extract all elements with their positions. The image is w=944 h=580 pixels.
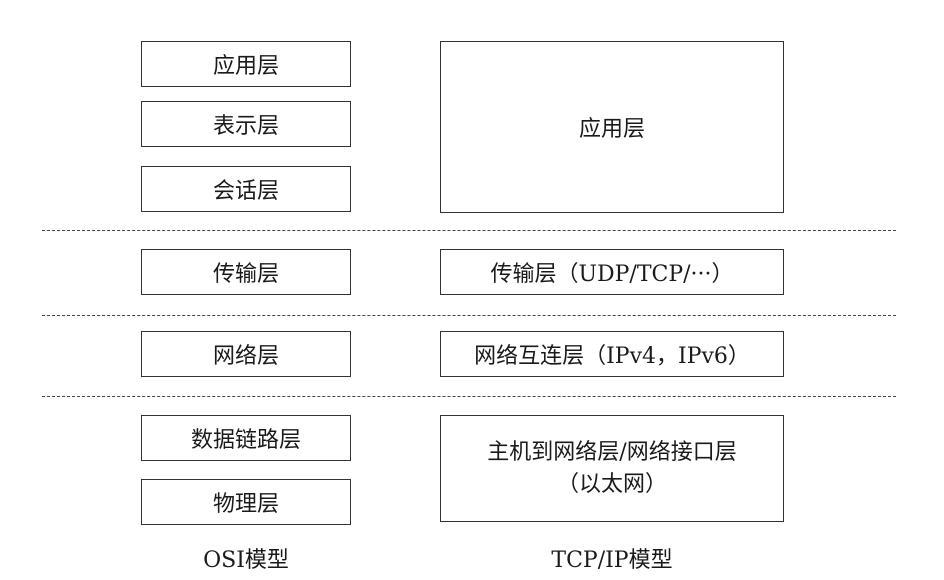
osi-presentation-label: 表示层	[212, 114, 279, 139]
tcpip-host-to-network-layer: 主机到网络层/网络接口层 （以太网）	[440, 415, 784, 522]
osi-session-layer: 会话层	[141, 166, 351, 212]
separator-network-datalink	[42, 396, 896, 397]
osi-application-layer: 应用层	[141, 41, 351, 87]
osi-model-caption: OSI模型	[203, 548, 289, 573]
separator-transport-network	[42, 315, 896, 316]
osi-presentation-layer: 表示层	[141, 101, 351, 147]
tcpip-model-caption: TCP/IP模型	[551, 548, 673, 573]
osi-datalink-layer: 数据链路层	[141, 415, 351, 461]
tcpip-internet-label: 网络互连层（IPv4，IPv6）	[474, 344, 750, 369]
osi-network-layer: 网络层	[141, 331, 351, 377]
osi-datalink-label: 数据链路层	[190, 428, 301, 453]
osi-application-label: 应用层	[212, 54, 279, 79]
tcpip-application-layer: 应用层	[440, 41, 784, 213]
osi-physical-layer: 物理层	[141, 479, 351, 525]
separator-session-transport	[42, 230, 896, 231]
tcpip-host-label-line1: 主机到网络层/网络接口层	[487, 439, 737, 465]
tcpip-transport-layer: 传输层（UDP/TCP/···）	[440, 249, 784, 295]
osi-transport-label: 传输层	[212, 262, 279, 287]
tcpip-transport-label: 传输层（UDP/TCP/···）	[490, 262, 734, 287]
tcpip-internet-layer: 网络互连层（IPv4，IPv6）	[440, 331, 784, 377]
tcpip-application-label: 应用层	[578, 117, 645, 142]
osi-session-label: 会话层	[212, 179, 279, 204]
osi-physical-label: 物理层	[212, 492, 279, 517]
osi-transport-layer: 传输层	[141, 249, 351, 295]
osi-network-label: 网络层	[212, 344, 279, 369]
tcpip-host-label-line2: （以太网）	[556, 471, 667, 497]
